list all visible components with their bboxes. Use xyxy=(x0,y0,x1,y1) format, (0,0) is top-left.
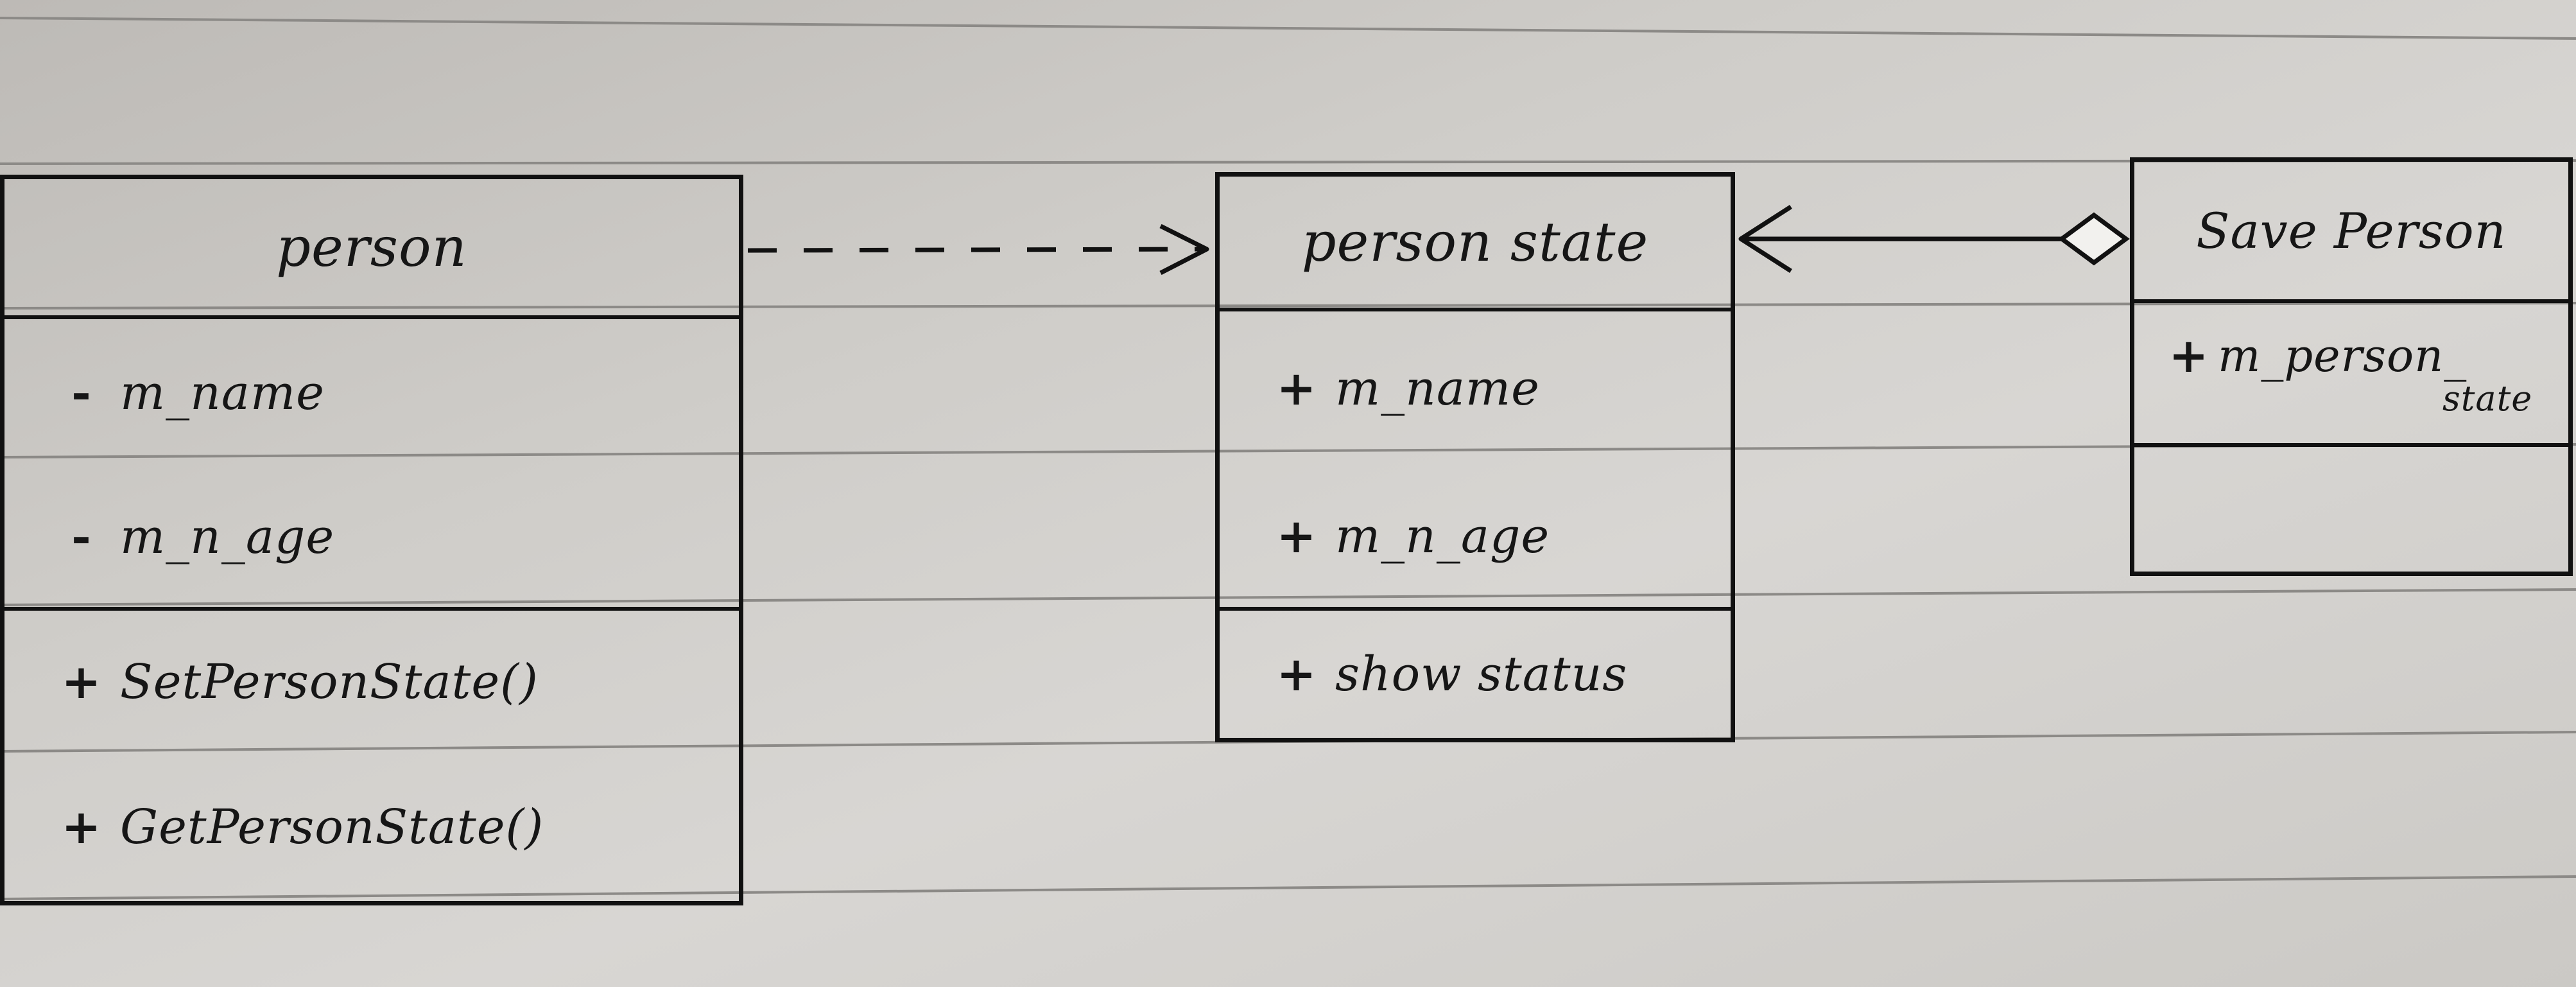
operation-name: SetPersonState() xyxy=(120,654,539,710)
attribute-name-continuation: state xyxy=(2442,378,2533,419)
attribute-name: m_name xyxy=(1335,361,1540,416)
visibility-marker: + xyxy=(61,799,102,855)
class-person-operation: + SetPersonState() xyxy=(4,607,739,753)
class-person-state-header: person state xyxy=(1220,177,1731,311)
class-person-attribute: - m_name xyxy=(4,319,739,467)
class-person-header: person xyxy=(4,179,739,319)
dependency-arrow xyxy=(747,223,1209,275)
operation-name: show status xyxy=(1335,647,1628,702)
visibility-marker: + xyxy=(1276,361,1317,416)
visibility-marker: + xyxy=(2168,328,2209,383)
class-person: person - m_name - m_n_age + SetPersonSta… xyxy=(0,175,743,905)
aggregation-arrow xyxy=(1738,205,2130,273)
attribute-name: m_n_age xyxy=(1335,509,1550,564)
operation-name: GetPersonState() xyxy=(120,799,544,855)
class-save-person: Save Person + m_person_ state xyxy=(2130,157,2573,576)
class-person-title: person xyxy=(276,216,467,279)
visibility-marker: + xyxy=(1276,509,1317,564)
class-person-attribute: - m_n_age xyxy=(4,467,739,607)
visibility-marker: - xyxy=(71,365,92,421)
visibility-marker: + xyxy=(1276,647,1317,702)
class-person-state-operation: + show status xyxy=(1220,607,1731,738)
class-save-person-operations xyxy=(2134,443,2568,572)
class-save-person-header: Save Person xyxy=(2134,162,2568,303)
aggregation-diamond xyxy=(2058,212,2130,266)
attribute-name: m_person_ xyxy=(2218,329,2468,382)
attribute-name: m_name xyxy=(120,365,325,421)
class-person-state-title: person state xyxy=(1301,211,1649,274)
visibility-marker: - xyxy=(71,509,92,564)
attribute-name: m_n_age xyxy=(120,509,335,564)
class-person-operation: + GetPersonState() xyxy=(4,753,739,901)
class-person-state-attribute: + m_name xyxy=(1220,311,1731,466)
visibility-marker: + xyxy=(61,654,102,710)
class-save-person-attribute: + m_person_ state xyxy=(2134,303,2568,443)
class-person-state: person state + m_name + m_n_age + show s… xyxy=(1215,172,1735,742)
class-person-state-attribute: + m_n_age xyxy=(1220,466,1731,607)
class-save-person-title: Save Person xyxy=(2196,202,2507,259)
